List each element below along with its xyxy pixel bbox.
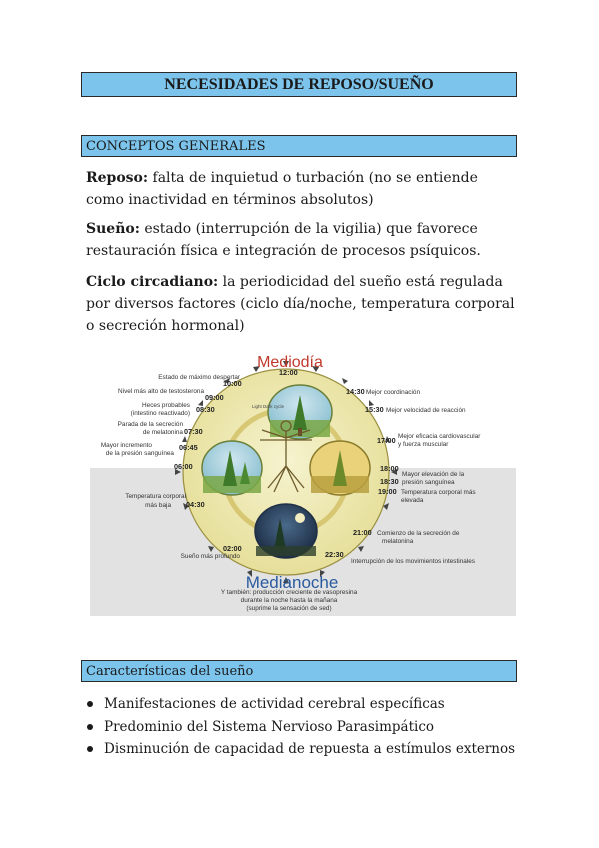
event-heces-1: Heces probables xyxy=(142,402,190,409)
time-1830: 18:30 xyxy=(380,477,399,486)
text-reposo: falta de inquietud o turbación (no se en… xyxy=(86,170,478,208)
scene-left xyxy=(201,440,263,496)
list-item: Predominio del Sistema Nervioso Parasimp… xyxy=(84,716,524,739)
section-heading-caracteristicas: Características del sueño xyxy=(81,660,517,682)
time-0645: 06:45 xyxy=(179,443,198,452)
characteristics-list: Manifestaciones de actividad cerebral es… xyxy=(84,693,524,761)
event-presion-elevacion-1: Mayor elevación de la xyxy=(402,471,465,478)
time-1900: 19:00 xyxy=(378,487,397,496)
list-item: Disminución de capacidad de repuesta a e… xyxy=(84,738,524,761)
event-temperatura-elevada-2: elevada xyxy=(401,497,424,504)
list-item-text: Manifestaciones de actividad cerebral es… xyxy=(104,696,445,712)
page-title: NECESIDADES DE REPOSO/SUEÑO xyxy=(81,72,517,97)
time-2230: 22:30 xyxy=(325,550,344,559)
definition-reposo: Reposo: falta de inquietud o turbación (… xyxy=(86,167,516,211)
list-item-text: Predominio del Sistema Nervioso Parasimp… xyxy=(104,718,435,735)
event-eficacia-cardio-1: Mejor eficacia cardiovascular xyxy=(398,433,481,440)
time-0900: 09:00 xyxy=(205,393,224,402)
event-presion-elevacion-2: presión sanguínea xyxy=(402,479,455,486)
title-medianoche: Medianoche xyxy=(246,573,339,592)
event-melatonina-parada-2: de melatonina xyxy=(143,429,184,436)
definition-sueno: Sueño: estado (interrupción de la vigili… xyxy=(86,218,516,262)
bullet-icon xyxy=(87,723,93,730)
scene-bottom xyxy=(254,503,318,559)
scene-right xyxy=(309,440,371,496)
event-sueno-profundo: Sueño más profundo xyxy=(181,553,241,560)
event-heces-2: (intestino reactivado) xyxy=(131,410,190,417)
list-item: Manifestaciones de actividad cerebral es… xyxy=(84,693,524,716)
note-line-1: Y también: producción creciente de vasop… xyxy=(221,589,358,596)
term-ciclo: Ciclo circadiano: xyxy=(86,274,219,290)
event-presion-incremento-1: Mayor incremento xyxy=(101,442,153,449)
definition-ciclo: Ciclo circadiano: la periodicidad del su… xyxy=(86,271,516,337)
event-testosterona: Nivel más alto de testosterona xyxy=(118,388,204,395)
event-movimientos-intestinales: Interrupción de los movimientos intestin… xyxy=(351,558,475,565)
time-0730: 07:30 xyxy=(184,427,203,436)
time-1430: 14:30 xyxy=(346,387,365,396)
scene-top xyxy=(267,384,333,440)
time-1530: 15:30 xyxy=(365,405,384,414)
event-coordinacion: Mejor coordinación xyxy=(366,389,420,396)
time-0830: 08:30 xyxy=(196,405,215,414)
time-1700: 17:00 xyxy=(377,436,396,445)
bullet-icon xyxy=(87,746,93,752)
note-line-2: durante la noche hasta la mañana xyxy=(241,597,338,604)
event-melatonina-comienzo-2: melatonina xyxy=(382,538,414,545)
dial-ticks xyxy=(175,361,397,583)
cycle-disc xyxy=(182,368,390,576)
event-temperatura-baja-1: Temperatura corporal xyxy=(125,493,186,500)
time-0600: 06:00 xyxy=(174,462,193,471)
list-item-text: Disminución de capacidad de repuesta a e… xyxy=(104,741,516,757)
time-0430: 04:30 xyxy=(186,500,205,509)
event-melatonina-parada-1: Parada de la secreción xyxy=(118,421,184,428)
title-mediodia: Mediodía xyxy=(257,354,323,371)
event-maximo-despertar: Estado de máximo despertar xyxy=(158,374,241,381)
time-2100: 21:00 xyxy=(353,528,372,537)
text-ciclo: la periodicidad del sueño está regulada … xyxy=(86,274,515,334)
circadian-diagram: Light Dark cycle Mediodía Medianoche 12:… xyxy=(90,354,516,616)
term-sueno: Sueño: xyxy=(86,221,140,237)
bullet-icon xyxy=(87,701,93,707)
section-heading-conceptos: CONCEPTOS GENERALES xyxy=(81,135,517,157)
event-melatonina-comienzo-1: Comienzo de la secreción de xyxy=(377,530,460,537)
light-dark-label: Light Dark cycle xyxy=(252,404,285,409)
text-sueno: estado (interrupción de la vigilia) que … xyxy=(86,221,481,259)
event-presion-incremento-2: de la presión sanguínea xyxy=(106,450,175,457)
note-line-3: (suprime la sensación de sed) xyxy=(246,605,331,612)
event-temperatura-elevada-1: Temperatura corporal más xyxy=(401,489,476,496)
time-1200: 12:00 xyxy=(279,368,298,377)
time-1800: 18:00 xyxy=(380,464,399,473)
event-eficacia-cardio-2: y fuerza muscular xyxy=(398,441,449,448)
event-velocidad-reaccion: Mejor velocidad de reacción xyxy=(386,407,466,414)
time-1000: 10:00 xyxy=(223,379,242,388)
event-temperatura-baja-2: más baja xyxy=(145,502,171,509)
time-0200: 02:00 xyxy=(223,544,242,553)
term-reposo: Reposo: xyxy=(86,170,149,186)
vitruvian-figure-icon xyxy=(260,420,312,493)
